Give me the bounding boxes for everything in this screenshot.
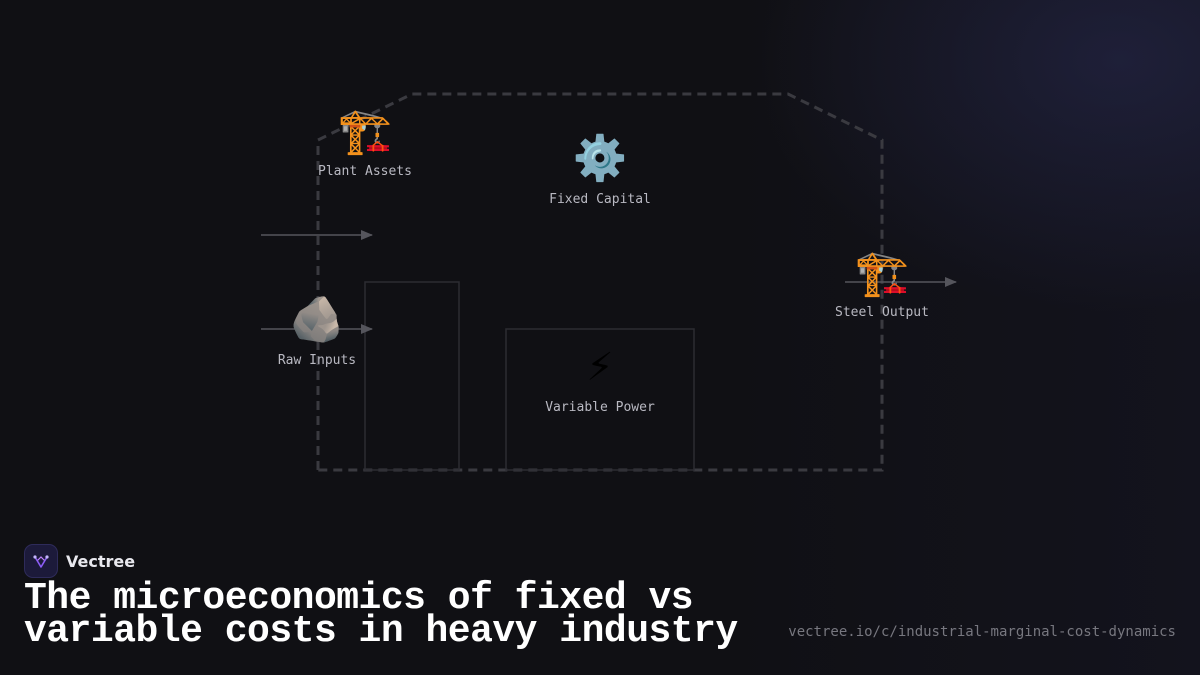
node-steel-output: 🏗️ Steel Output [835, 248, 929, 320]
node-variable-power: ⚡ Variable Power [545, 340, 655, 415]
node-label: Variable Power [545, 400, 655, 415]
inner-box-left [364, 281, 460, 471]
brand: Vectree [24, 544, 135, 578]
rock-icon: 🪨 [290, 294, 345, 345]
page-title: The microeconomics of fixed vs variable … [24, 577, 738, 653]
node-label: Steel Output [835, 305, 929, 320]
construction-crane-icon: 🏗️ [338, 106, 393, 157]
gear-icon: ⚙️ [573, 133, 628, 184]
construction-crane-icon: 🏗️ [855, 248, 910, 299]
node-label: Plant Assets [318, 164, 412, 179]
factory-outline [316, 92, 884, 472]
node-plant-assets: 🏗️ Plant Assets [318, 106, 412, 179]
source-url: vectree.io/c/industrial-marginal-cost-dy… [788, 624, 1176, 640]
node-label: Fixed Capital [549, 192, 651, 207]
inner-box-center [505, 328, 695, 471]
node-raw-inputs: 🪨 Raw Inputs [278, 294, 356, 368]
brand-name: Vectree [66, 551, 136, 571]
lightning-bolt-icon: ⚡ [587, 340, 614, 391]
vectree-logo-icon [24, 544, 58, 578]
node-label: Raw Inputs [278, 353, 356, 368]
node-fixed-capital: ⚙️ Fixed Capital [549, 133, 651, 207]
